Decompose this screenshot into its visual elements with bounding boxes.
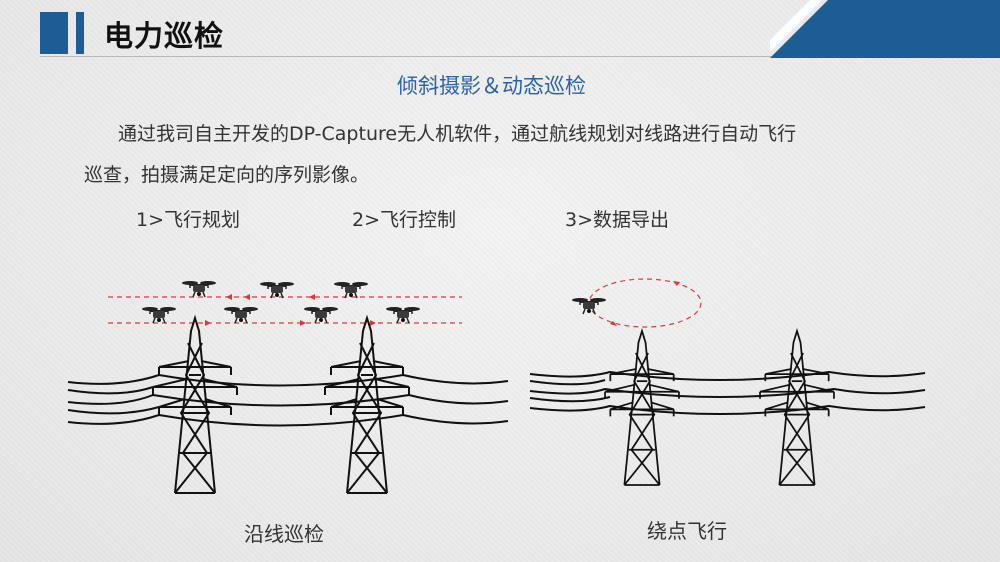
caption-line-patrol: 沿线巡检 [244,522,324,546]
intro-line-2: 巡查，拍摄满足定向的序列影像。 [84,164,370,186]
title-logo-bar [76,12,84,54]
slide-subtitle: 倾斜摄影＆动态巡检 [397,74,586,98]
title-divider [40,56,800,57]
step-flight-control: 2>飞行控制 [352,209,457,231]
title-logo-block [40,12,68,54]
step-flight-planning: 1>飞行规划 [136,209,241,231]
corner-decoration [770,0,1000,58]
orbit-flight-scene [529,278,926,486]
step-data-export: 3>数据导出 [565,209,670,231]
line-patrol-scene [67,280,509,494]
page-title: 电力巡检 [104,19,225,53]
inspection-diagram [67,278,926,494]
caption-orbit-flight: 绕点飞行 [647,519,727,543]
intro-line-1: 通过我司自主开发的DP-Capture无人机软件，通过航线规划对线路进行自动飞行 [118,123,797,145]
